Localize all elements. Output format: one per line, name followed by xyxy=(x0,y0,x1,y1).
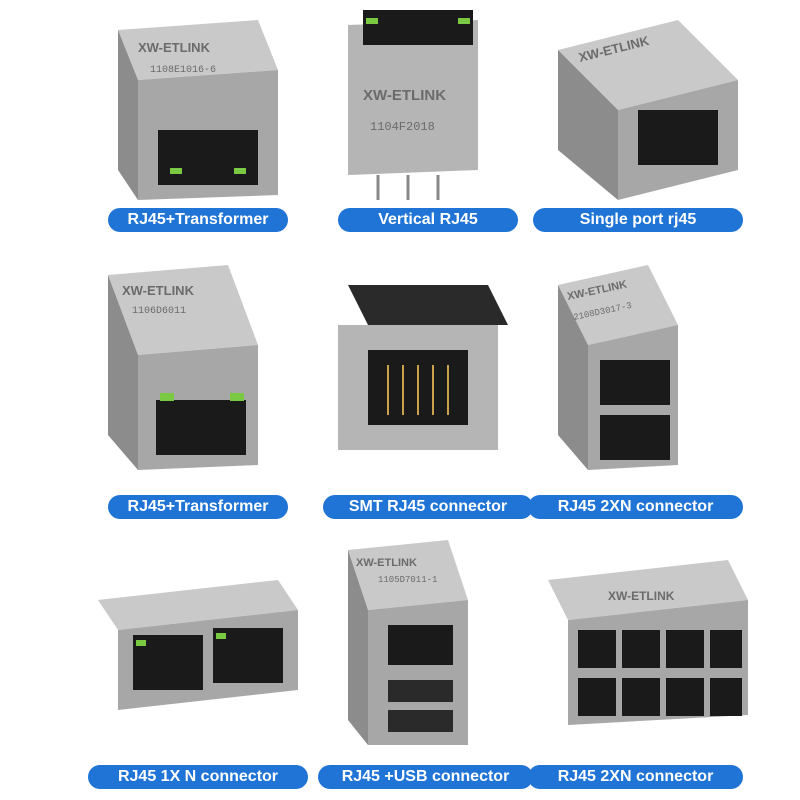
rj45-2xn-multi-port-image: XW-ETLINK xyxy=(548,560,748,725)
product-tile: XW-ETLINK Single port rj45 xyxy=(533,0,778,260)
product-label: Vertical RJ45 xyxy=(338,208,518,232)
product-label: SMT RJ45 connector xyxy=(323,495,533,519)
product-tile: XW-ETLINK RJ45 2XN connector xyxy=(528,540,778,800)
product-tile: RJ45 1X N connector xyxy=(78,540,318,800)
brand-mark: XW-ETLINK xyxy=(122,283,195,298)
brand-mark: XW-ETLINK xyxy=(356,557,417,569)
smt-rj45-image xyxy=(338,285,508,450)
product-tile: XW-ETLINK 1108E1016-6 RJ45+Transformer xyxy=(78,0,318,260)
rj45-transformer-image: XW-ETLINK 1108E1016-6 xyxy=(118,20,278,200)
part-number: 1106D6011 xyxy=(132,306,186,317)
vertical-rj45-image: XW-ETLINK 1104F2018 xyxy=(348,10,478,200)
rj45-usb-image: XW-ETLINK 1105D7011-1 xyxy=(348,540,468,745)
part-number: 1104F2018 xyxy=(370,120,435,134)
product-label: Single port rj45 xyxy=(533,208,743,232)
part-number: 1108E1016-6 xyxy=(150,65,216,76)
product-label: RJ45+Transformer xyxy=(108,208,288,232)
product-label: RJ45 2XN connector xyxy=(528,495,743,519)
product-tile: XW-ETLINK 1106D6011 RJ45+Transformer xyxy=(78,265,318,525)
product-grid: XW-ETLINK 1108E1016-6 RJ45+Transformer X… xyxy=(18,0,782,800)
product-tile: XW-ETLINK 1104F2018 Vertical RJ45 xyxy=(308,0,548,260)
brand-mark: XW-ETLINK xyxy=(138,40,211,55)
rj45-2xn-image: XW-ETLINK 2108D3017-3 xyxy=(558,265,678,470)
rj45-transformer-image: XW-ETLINK 1106D6011 xyxy=(108,265,258,470)
product-label: RJ45+Transformer xyxy=(108,495,288,519)
product-label: RJ45 1X N connector xyxy=(88,765,308,789)
product-tile: XW-ETLINK 2108D3017-3 RJ45 2XN connector xyxy=(528,265,778,525)
product-tile: XW-ETLINK 1105D7011-1 RJ45 +USB connecto… xyxy=(308,540,548,800)
product-tile: SMT RJ45 connector xyxy=(308,265,548,525)
product-label: RJ45 +USB connector xyxy=(318,765,533,789)
brand-mark: XW-ETLINK xyxy=(608,589,675,603)
single-port-rj45-image: XW-ETLINK xyxy=(558,20,738,200)
rj45-1xn-image xyxy=(98,580,298,710)
brand-mark: XW-ETLINK xyxy=(363,87,446,104)
product-label: RJ45 2XN connector xyxy=(528,765,743,789)
part-number: 1105D7011-1 xyxy=(378,575,437,585)
